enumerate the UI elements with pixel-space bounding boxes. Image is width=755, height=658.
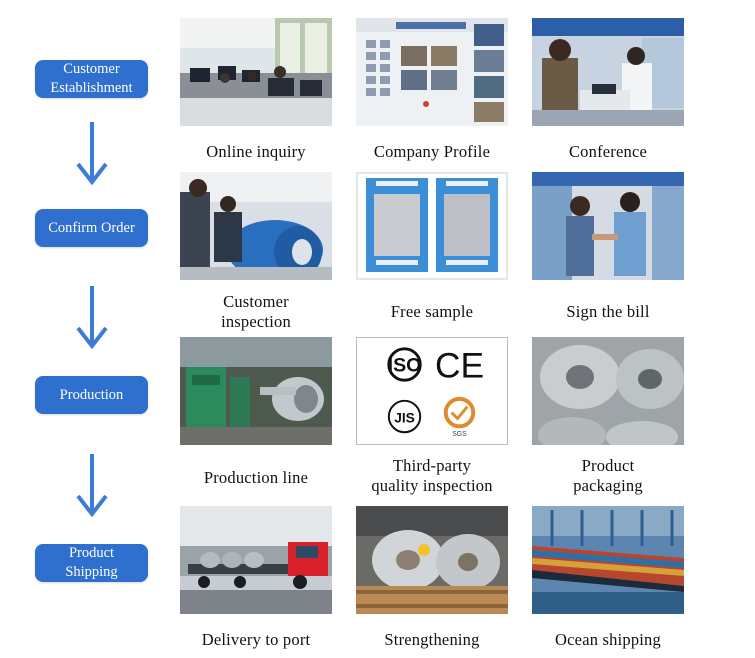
- certification-logos: ISO CE JIS SGS: [356, 337, 508, 445]
- stage-customer-establishment: Customer Establishment: [35, 60, 148, 98]
- stage-production: Production: [35, 376, 148, 414]
- step-caption: Product packaging: [573, 456, 643, 495]
- step-caption: Strengthening: [384, 630, 480, 649]
- step-caption: Sign the bill: [566, 302, 650, 321]
- sample-sheets-photo: [356, 172, 508, 280]
- steel-coils-photo: [532, 337, 684, 445]
- iso-logo: ISO: [388, 354, 422, 376]
- step-caption: Delivery to port: [201, 630, 311, 649]
- step-caption: Third-party quality inspection: [371, 456, 493, 495]
- step-caption: Customer inspection: [221, 292, 291, 331]
- ce-mark: CE: [435, 346, 484, 385]
- down-arrow-icon: [76, 454, 108, 518]
- coil-inspection-photo: [180, 172, 332, 280]
- production-line-photo: [180, 337, 332, 445]
- step-caption: Ocean shipping: [555, 630, 661, 649]
- step-caption: Production line: [203, 468, 309, 487]
- down-arrow-icon: [76, 122, 108, 186]
- meeting-photo: [532, 18, 684, 126]
- step-caption: Online inquiry: [206, 142, 306, 161]
- step-caption: Company Profile: [373, 142, 491, 161]
- stage-confirm-order: Confirm Order: [35, 209, 148, 247]
- step-caption: Free sample: [390, 302, 474, 321]
- container-ship-photo: [532, 506, 684, 614]
- stage-product-shipping: Product Shipping: [35, 544, 148, 582]
- sgs-logo: SGS: [452, 431, 467, 438]
- exhibition-wall-photo: [356, 18, 508, 126]
- office-photo: [180, 18, 332, 126]
- step-caption: Conference: [568, 142, 648, 161]
- handshake-photo: [532, 172, 684, 280]
- down-arrow-icon: [76, 286, 108, 350]
- jis-logo: JIS: [394, 410, 415, 425]
- packed-coils-photo: [356, 506, 508, 614]
- truck-photo: [180, 506, 332, 614]
